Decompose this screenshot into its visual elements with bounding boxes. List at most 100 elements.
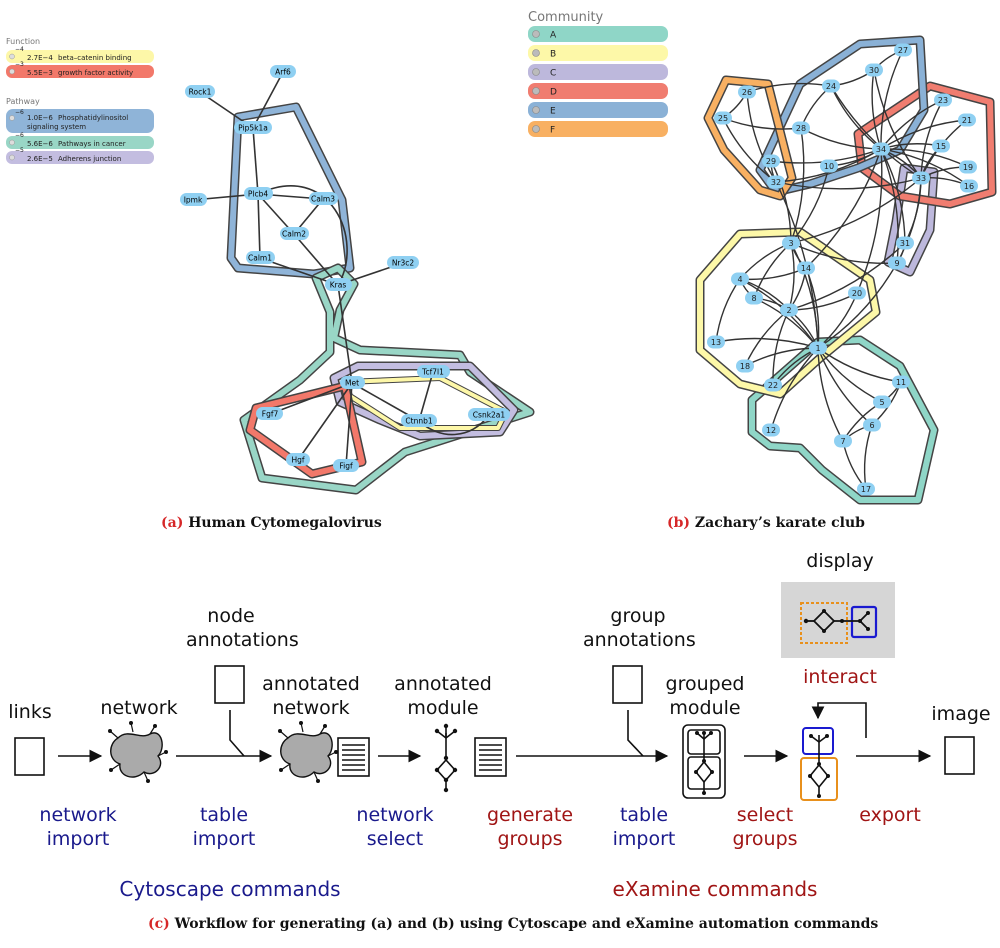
step-network-select: network select bbox=[356, 804, 434, 850]
svg-text:Arf6: Arf6 bbox=[275, 68, 291, 77]
community-legend-item[interactable]: C bbox=[528, 64, 668, 80]
community-legend-item[interactable]: A bbox=[528, 26, 668, 42]
gene-node[interactable]: Plcb4 bbox=[244, 187, 273, 200]
svg-text:Calm3: Calm3 bbox=[311, 195, 335, 204]
legend-pathway-item[interactable]: −6 1.0E−6 Phosphatidylinositol signaling… bbox=[6, 109, 154, 133]
annotation-table-icon bbox=[337, 737, 370, 777]
member-node[interactable]: 31 bbox=[896, 236, 914, 250]
club-edge bbox=[880, 148, 899, 264]
club-edge bbox=[805, 148, 882, 269]
legend-function-title: Function bbox=[6, 37, 40, 46]
member-node[interactable]: 10 bbox=[820, 159, 838, 173]
member-node-label: 25 bbox=[718, 114, 728, 123]
svg-text:Nr3c2: Nr3c2 bbox=[392, 259, 415, 268]
image-label: image bbox=[931, 703, 991, 725]
gene-node[interactable]: Arf6 bbox=[270, 65, 296, 78]
member-node[interactable]: 1 bbox=[809, 341, 827, 355]
gene-node[interactable]: Rock1 bbox=[185, 85, 215, 98]
member-node[interactable]: 32 bbox=[767, 175, 785, 189]
member-node[interactable]: 22 bbox=[764, 378, 782, 392]
display-label: display bbox=[806, 550, 874, 572]
legend-function-item[interactable]: −4 2.7E−4 beta–catenin binding bbox=[6, 46, 154, 63]
member-node[interactable]: 23 bbox=[934, 93, 952, 107]
member-node[interactable]: 27 bbox=[894, 43, 912, 57]
grouped-module-icon bbox=[682, 724, 726, 799]
svg-text:Calm1: Calm1 bbox=[248, 254, 272, 263]
member-node[interactable]: 6 bbox=[863, 418, 881, 432]
svg-text:Fgf7: Fgf7 bbox=[262, 410, 279, 419]
member-node[interactable]: 25 bbox=[714, 111, 732, 125]
group-annotations-document-icon bbox=[612, 665, 643, 704]
member-node[interactable]: 20 bbox=[848, 286, 866, 300]
member-node[interactable]: 30 bbox=[865, 63, 883, 77]
gene-node[interactable]: Csnk2a1 bbox=[468, 408, 510, 421]
gene-node[interactable]: Hgf bbox=[286, 453, 310, 466]
member-node[interactable]: 5 bbox=[873, 395, 891, 409]
member-node[interactable]: 21 bbox=[958, 113, 976, 127]
panel-a-caption: (a) Human Cytomegalovirus bbox=[161, 515, 382, 531]
workflow-diagram bbox=[14, 582, 975, 801]
legend-function-item[interactable]: −3 5.5E−3 growth factor activity bbox=[6, 61, 154, 78]
member-node-label: 24 bbox=[826, 82, 836, 91]
member-node[interactable]: 24 bbox=[822, 79, 840, 93]
gene-node[interactable]: Tcf7l1 bbox=[417, 365, 450, 378]
member-node[interactable]: 34 bbox=[872, 142, 890, 156]
legend-pathway-item[interactable]: −6 5.6E−6 Pathways in cancer bbox=[6, 132, 154, 149]
gene-node[interactable]: Ctnnb1 bbox=[401, 414, 437, 427]
member-node[interactable]: 4 bbox=[731, 272, 749, 286]
member-node[interactable]: 13 bbox=[707, 335, 725, 349]
member-node[interactable]: 3 bbox=[782, 236, 800, 250]
member-node[interactable]: 18 bbox=[736, 359, 754, 373]
member-node[interactable]: 26 bbox=[738, 85, 756, 99]
svg-text:−6: −6 bbox=[15, 132, 24, 139]
club-edge bbox=[788, 242, 906, 311]
club-edge bbox=[842, 440, 867, 490]
svg-text:1.0E−6: 1.0E−6 bbox=[27, 114, 53, 122]
svg-text:growth factor activity: growth factor activity bbox=[58, 69, 133, 77]
community-legend-item[interactable]: D bbox=[528, 83, 668, 99]
gene-node[interactable]: Ipmk bbox=[180, 193, 207, 206]
member-node-label: 27 bbox=[898, 46, 908, 55]
member-node[interactable]: 28 bbox=[792, 121, 810, 135]
panel-b-caption: (b) Zachary’s karate club bbox=[667, 515, 865, 531]
member-node[interactable]: 2 bbox=[780, 303, 798, 317]
member-node[interactable]: 16 bbox=[960, 179, 978, 193]
member-node[interactable]: 8 bbox=[745, 291, 763, 305]
member-node[interactable]: 29 bbox=[762, 154, 780, 168]
club-edge bbox=[772, 309, 790, 386]
club-edge bbox=[722, 117, 777, 183]
member-node[interactable]: 19 bbox=[959, 160, 977, 174]
member-node[interactable]: 12 bbox=[762, 423, 780, 437]
svg-text:Ipmk: Ipmk bbox=[184, 196, 203, 205]
legend-pathway-title: Pathway bbox=[6, 97, 40, 106]
member-node[interactable]: 17 bbox=[857, 482, 875, 496]
member-node[interactable]: 15 bbox=[932, 139, 950, 153]
community-legend-item[interactable]: B bbox=[528, 45, 668, 61]
member-node[interactable]: 9 bbox=[888, 256, 906, 270]
gene-node[interactable]: Pip5k1a bbox=[234, 121, 272, 134]
gene-node[interactable]: Kras bbox=[325, 278, 352, 291]
community-legend-label: F bbox=[550, 126, 555, 136]
club-edge bbox=[770, 347, 819, 431]
gene-node[interactable]: Calm2 bbox=[280, 227, 309, 240]
svg-text:2.7E−4: 2.7E−4 bbox=[27, 54, 53, 62]
node-annotations-label: node annotations bbox=[186, 605, 299, 651]
gene-node[interactable]: Figf bbox=[333, 459, 359, 472]
member-node[interactable]: 7 bbox=[834, 434, 852, 448]
member-node-label: 21 bbox=[962, 116, 972, 125]
club-edge bbox=[715, 337, 819, 349]
legend-pathway-item[interactable]: −5 2.6E−5 Adherens junction bbox=[6, 147, 154, 164]
gene-node[interactable]: Calm3 bbox=[309, 192, 338, 205]
member-node[interactable]: 14 bbox=[797, 261, 815, 275]
member-node[interactable]: 11 bbox=[892, 375, 910, 389]
svg-text:Rock1: Rock1 bbox=[189, 88, 212, 97]
member-node[interactable]: 33 bbox=[912, 171, 930, 185]
gene-node[interactable]: Met bbox=[340, 376, 365, 389]
gene-node[interactable]: Fgf7 bbox=[256, 407, 283, 420]
module-graph-icon bbox=[434, 723, 458, 793]
member-node-label: 26 bbox=[742, 88, 752, 97]
community-legend-item[interactable]: F bbox=[528, 121, 668, 137]
gene-node[interactable]: Calm1 bbox=[246, 251, 275, 264]
gene-node[interactable]: Nr3c2 bbox=[387, 256, 419, 269]
community-legend-item[interactable]: E bbox=[528, 102, 668, 118]
